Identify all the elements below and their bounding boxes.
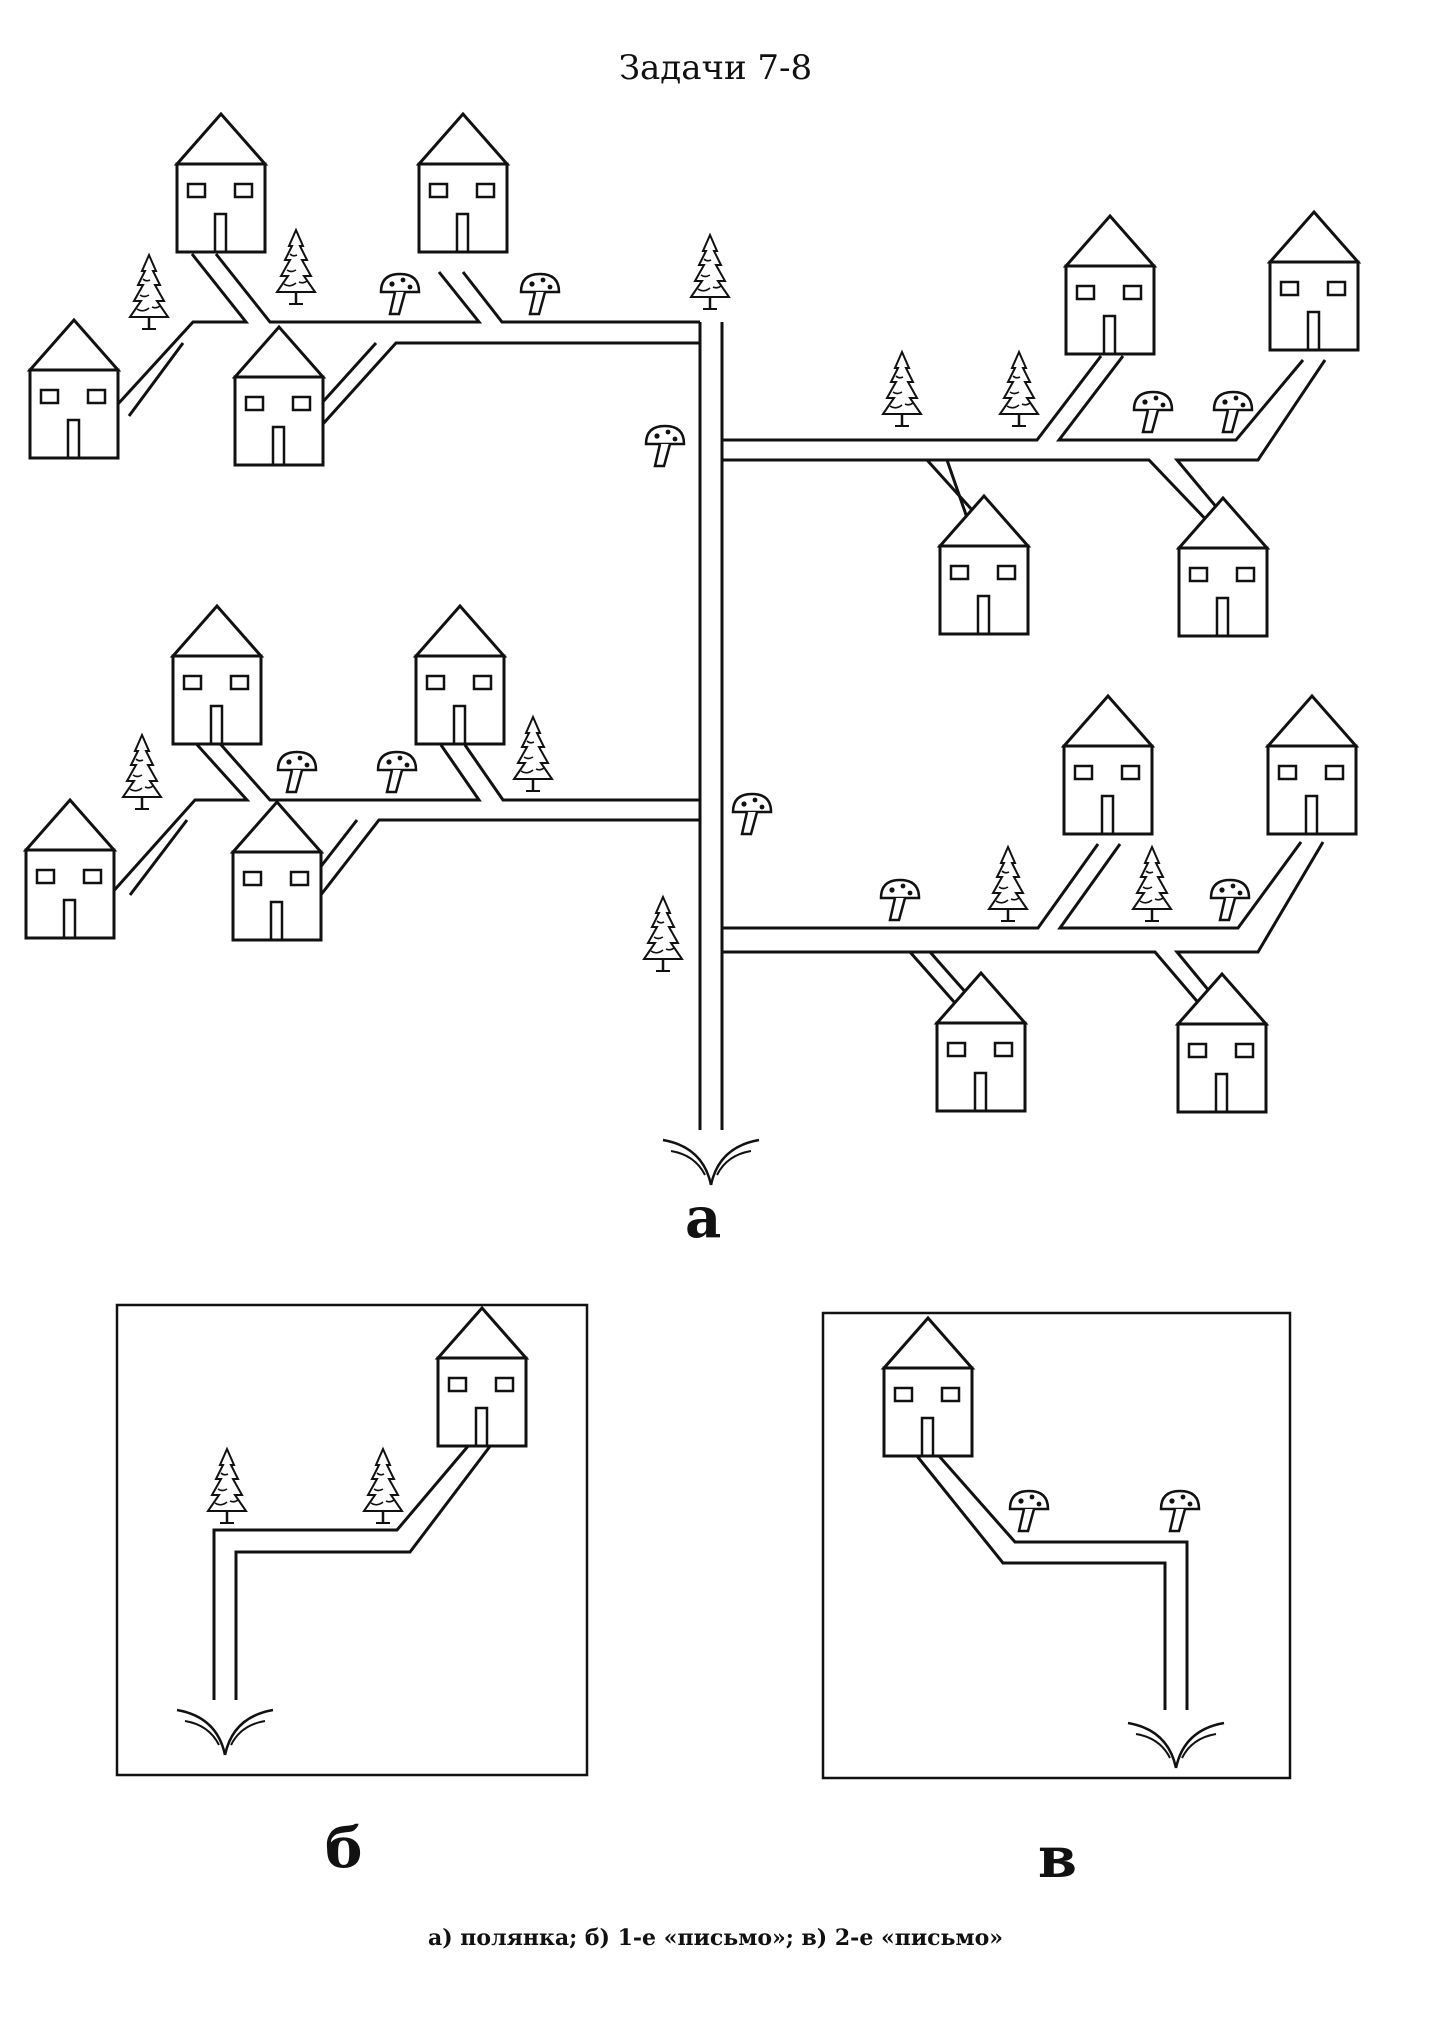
figure-label-b: б	[325, 1815, 363, 1881]
house-icon	[1268, 210, 1360, 352]
page-title: Задачи 7-8	[618, 48, 813, 88]
letter-1-route	[212, 1444, 493, 1700]
house-icon	[436, 1306, 528, 1448]
house-icon	[1064, 214, 1156, 356]
fir-tree-icon	[121, 733, 163, 811]
house-icon	[414, 604, 506, 746]
fir-tree-icon	[128, 253, 170, 331]
house-icon	[935, 971, 1027, 1113]
mushroom-icon	[1132, 390, 1174, 434]
figure-label-a: а	[685, 1185, 722, 1251]
mushroom-icon	[519, 272, 561, 316]
fir-tree-icon	[206, 1447, 248, 1525]
house-icon	[882, 1316, 974, 1458]
letter-2-frame	[821, 1311, 1292, 1780]
figure-caption: а) полянка; б) 1-е «письмо»; в) 2-е «пис…	[427, 1925, 1004, 1951]
house-icon	[417, 112, 509, 254]
mushroom-icon	[879, 878, 921, 922]
fir-tree-icon	[1131, 845, 1173, 923]
house-icon	[1177, 496, 1269, 638]
fir-tree-icon	[987, 845, 1029, 923]
entrance-arrow-icon	[1126, 1721, 1226, 1770]
fir-tree-icon	[689, 233, 731, 311]
entrance-arrow-icon	[661, 1138, 761, 1187]
fir-tree-icon	[362, 1447, 404, 1525]
mushroom-icon	[644, 424, 686, 468]
entrance-arrow-icon	[175, 1708, 275, 1757]
fir-tree-icon	[275, 228, 317, 306]
figure-label-v: в	[1038, 1825, 1077, 1891]
fir-tree-icon	[881, 350, 923, 428]
house-icon	[231, 800, 323, 942]
fir-tree-icon	[512, 715, 554, 793]
house-icon	[175, 112, 267, 254]
mushroom-icon	[1159, 1489, 1201, 1533]
mushroom-icon	[379, 272, 421, 316]
letter-2-route	[915, 1455, 1189, 1710]
letter-1-frame	[115, 1303, 589, 1777]
fir-tree-icon	[642, 895, 684, 973]
mushroom-icon	[731, 792, 773, 836]
house-icon	[24, 798, 116, 940]
fir-tree-icon	[998, 350, 1040, 428]
house-icon	[28, 318, 120, 460]
mushroom-icon	[1008, 1489, 1050, 1533]
house-icon	[233, 325, 325, 467]
house-icon	[1062, 694, 1154, 836]
house-icon	[171, 604, 263, 746]
house-icon	[1266, 694, 1358, 836]
house-icon	[938, 494, 1030, 636]
mushroom-icon	[376, 750, 418, 794]
mushroom-icon	[1209, 878, 1251, 922]
mushroom-icon	[276, 750, 318, 794]
